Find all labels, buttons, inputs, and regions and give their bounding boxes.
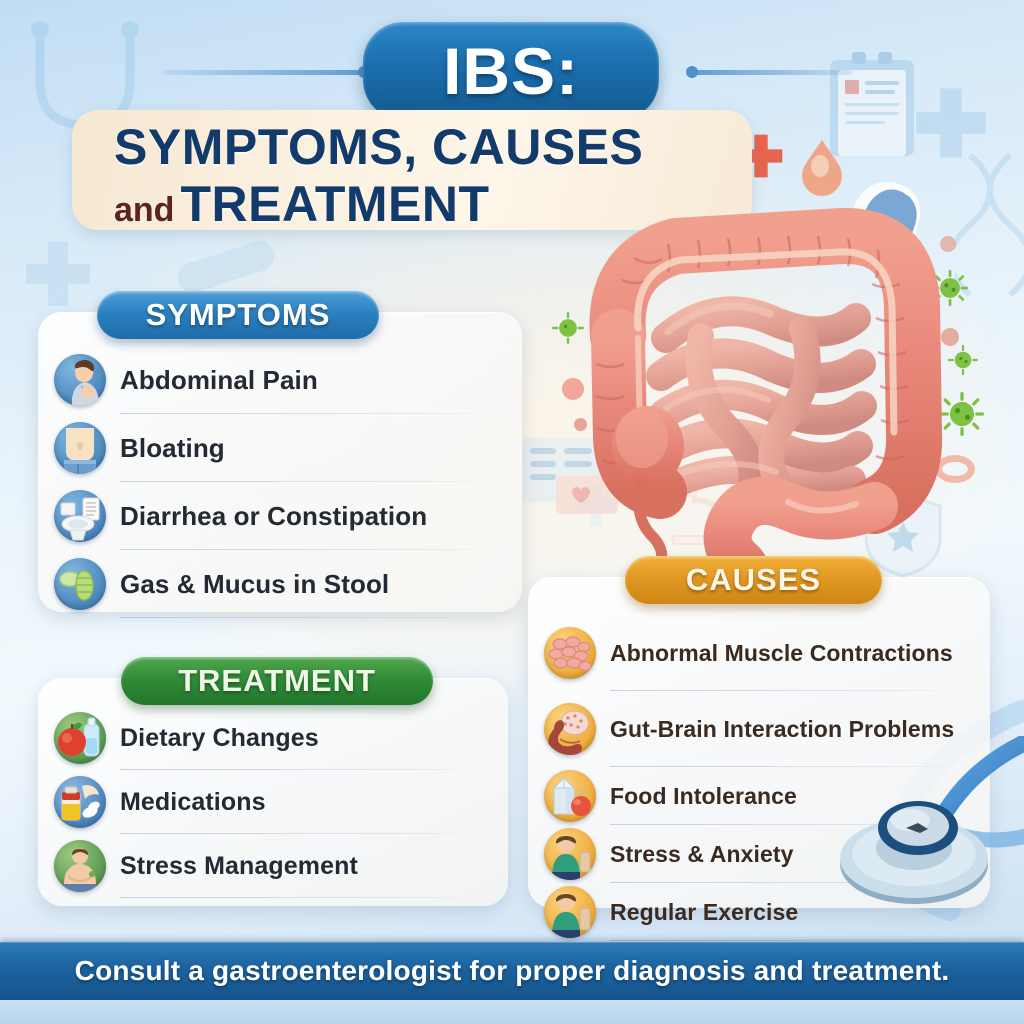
causes-panel: Abnormal Muscle Contractions Gut-Brain I…	[528, 577, 990, 941]
footer-banner: Consult a gastroenterologist for proper …	[0, 942, 1024, 1000]
list-item[interactable]: Stress Management	[54, 834, 490, 898]
bloated-belly-icon	[54, 422, 106, 474]
watermark-cross-icon	[26, 242, 90, 306]
list-item[interactable]: Food Intolerance	[544, 767, 972, 825]
row-divider	[120, 833, 476, 834]
row-divider	[120, 617, 490, 618]
treatment-panel: Dietary Changes Medications	[38, 678, 508, 906]
list-item[interactable]: Medications	[54, 770, 490, 834]
causes-heading-text: CAUSES	[685, 562, 822, 597]
row-divider	[120, 897, 476, 898]
list-item[interactable]: Bloating	[54, 414, 504, 482]
row-divider	[610, 766, 958, 767]
symptom-label: Abdominal Pain	[120, 365, 318, 395]
row-divider	[120, 481, 490, 482]
treatment-heading-text: TREATMENT	[178, 663, 376, 698]
row-divider	[610, 824, 958, 825]
symptoms-panel: Abdominal Pain Bloating	[38, 312, 522, 618]
title-and-word: and	[114, 191, 175, 229]
treatment-heading-pill: TREATMENT	[121, 657, 433, 705]
pill-bottle-icon	[54, 776, 106, 828]
row-divider	[610, 690, 958, 691]
treatment-label: Dietary Changes	[120, 724, 319, 752]
treatment-label: Stress Management	[120, 852, 358, 880]
list-item[interactable]: Gas & Mucus in Stool	[54, 550, 504, 618]
symptoms-heading-pill: SYMPTOMS	[97, 291, 379, 339]
row-divider	[610, 882, 958, 883]
stethoscope-illustration	[840, 736, 1024, 904]
brain-gut-icon	[544, 703, 596, 755]
causes-heading-pill: CAUSES	[625, 556, 882, 604]
gas-bubbles-icon	[54, 558, 106, 610]
list-item[interactable]: Regular Exercise	[544, 883, 972, 941]
symptom-label: Gas & Mucus in Stool	[120, 569, 390, 599]
footer-note: Consult a gastroenterologist for proper …	[74, 955, 950, 986]
list-item[interactable]: Stress & Anxiety	[544, 825, 972, 883]
ibs-title-text: IBS:	[443, 34, 579, 108]
symptom-label: Diarrhea or Constipation	[120, 501, 428, 531]
cause-label: Gut-Brain Interaction Problems	[610, 716, 955, 742]
milk-carton-icon	[544, 770, 596, 822]
row-divider	[120, 413, 490, 414]
large-intestine-illustration	[589, 207, 943, 578]
cause-label: Regular Exercise	[610, 899, 799, 925]
connector-line-right	[688, 70, 853, 75]
exercise-person-icon	[544, 886, 596, 938]
cause-label: Stress & Anxiety	[610, 841, 794, 867]
footer-bottom-strip	[0, 1000, 1024, 1024]
symptoms-heading-text: SYMPTOMS	[145, 297, 331, 332]
list-item[interactable]: Dietary Changes	[54, 706, 490, 770]
person-abdominal-pain-icon	[54, 354, 106, 406]
ibs-title-badge: IBS:	[363, 22, 659, 120]
list-item[interactable]: Diarrhea or Constipation	[54, 482, 504, 550]
list-item[interactable]: Abnormal Muscle Contractions	[544, 615, 972, 691]
connector-dot-right	[686, 66, 698, 78]
list-item[interactable]: Gut-Brain Interaction Problems	[544, 691, 972, 767]
connector-line-left	[163, 70, 368, 75]
stressed-person-icon	[544, 828, 596, 880]
cause-label: Abnormal Muscle Contractions	[610, 640, 953, 666]
symptom-label: Bloating	[120, 433, 225, 463]
apple-water-bottle-icon	[54, 712, 106, 764]
meditation-person-icon	[54, 840, 106, 892]
row-divider	[120, 769, 476, 770]
list-item[interactable]: Abdominal Pain	[54, 346, 504, 414]
title-treatment-word: TREATMENT	[180, 176, 490, 232]
cause-label: Food Intolerance	[610, 783, 797, 809]
row-divider	[120, 549, 490, 550]
title-line-1: SYMPTOMS, CAUSES	[114, 119, 644, 175]
toilet-icon	[54, 490, 106, 542]
treatment-label: Medications	[120, 788, 266, 816]
row-divider	[610, 940, 958, 941]
muscle-tissue-icon	[544, 627, 596, 679]
